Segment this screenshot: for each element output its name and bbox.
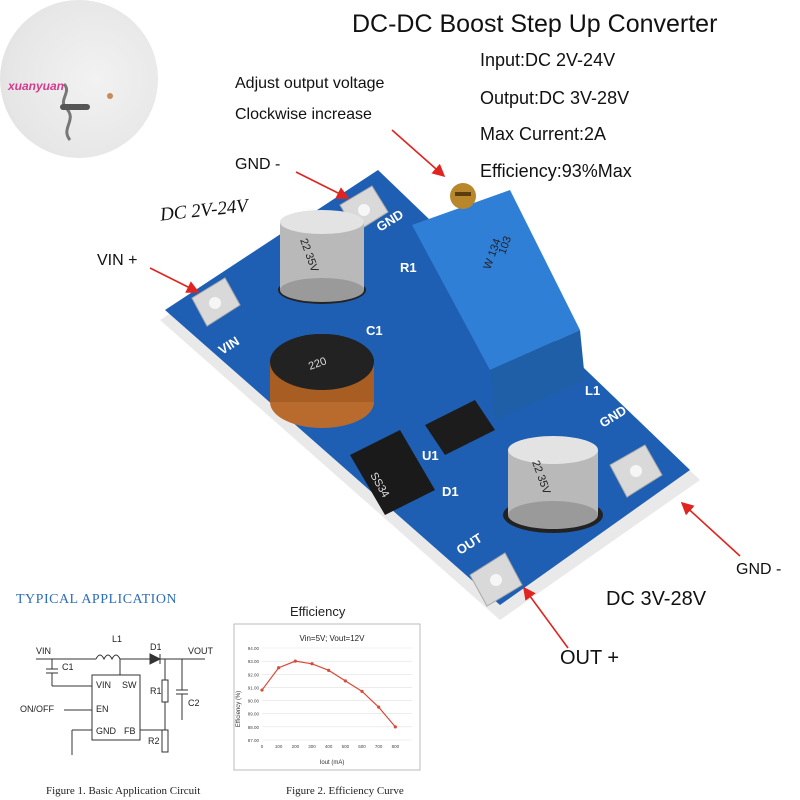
out-label: OUT +: [560, 647, 620, 669]
incense-smoke-image: [60, 82, 113, 141]
circuit-label-vin: VIN: [36, 646, 51, 656]
circuit-label-r2: R2: [148, 736, 160, 746]
page-title: DC-DC Boost Step Up Converter: [352, 10, 718, 38]
output-capacitor: [503, 436, 603, 533]
spec-max-current: Max Current:2A: [480, 124, 607, 144]
spec-input: Input:DC 2V-24V: [480, 50, 616, 70]
data-point: [293, 659, 297, 663]
circuit-label-r1: R1: [150, 686, 162, 696]
vin-label: VIN +: [97, 252, 138, 269]
y-tick-label: 88.00: [248, 725, 260, 730]
circuit-label-d1: D1: [150, 642, 162, 652]
data-point: [310, 662, 314, 666]
silk-c1: C1: [366, 323, 383, 338]
silk-d1: D1: [442, 484, 459, 499]
circuit-label-c2: C2: [188, 698, 200, 708]
typical-application-title: TYPICAL APPLICATION: [16, 592, 178, 607]
pot-code: 103: [497, 235, 515, 256]
data-point: [277, 666, 281, 670]
data-point: [360, 689, 364, 693]
silk-r1: R1: [400, 260, 417, 275]
y-tick-label: 92.00: [248, 672, 260, 677]
y-axis-label: Efficiency (%): [236, 691, 242, 728]
x-tick-label: 200: [292, 744, 300, 749]
inductor-marking: 220: [307, 355, 328, 373]
solder-pads: [191, 185, 663, 607]
silk-l1: L1: [585, 383, 600, 398]
pin-en: EN: [96, 704, 109, 714]
data-point: [327, 668, 331, 672]
circuit-label-l1: L1: [112, 634, 122, 644]
efficiency-chart: Vin=5V; Vout=12V Efficiency (%) Iout (mA…: [233, 623, 421, 771]
x-axis-label: Iout (mA): [320, 760, 345, 766]
efficiency-heading: Efficiency: [290, 604, 346, 619]
circuit-label-c1: C1: [62, 662, 74, 672]
logo-text: xuanyuan: [8, 79, 65, 93]
brand-logo: [0, 0, 158, 158]
silk-u1: U1: [422, 448, 439, 463]
dc-out-label: DC 3V-28V: [606, 588, 707, 610]
figure-1-caption: Figure 1. Basic Application Circuit: [46, 785, 201, 797]
y-tick-label: 89.00: [248, 712, 260, 717]
data-point: [343, 679, 347, 683]
x-tick-label: 500: [342, 744, 350, 749]
y-tick-label: 87.00: [248, 738, 260, 743]
adjust-label-line2: Clockwise increase: [235, 106, 372, 123]
pin-sw: SW: [122, 680, 137, 690]
x-tick-label: 800: [392, 744, 400, 749]
circuit-label-vout: VOUT: [188, 646, 214, 656]
x-tick-label: 600: [358, 744, 366, 749]
x-tick-label: 300: [308, 744, 316, 749]
diode-and-ic: [350, 400, 495, 515]
annotation-arrows: [149, 129, 741, 649]
pin-gnd: GND: [96, 726, 117, 736]
y-tick-label: 91.00: [248, 685, 260, 690]
gnd-out-label: GND -: [736, 561, 782, 578]
x-tick-label: 100: [275, 744, 283, 749]
x-tick-label: 700: [375, 744, 383, 749]
potentiometer: [412, 183, 585, 420]
application-circuit-diagram: VIN L1 D1 VOUT C1 C2 R1 R2 ON/OFF VIN SW…: [20, 634, 214, 755]
chart-title: Vin=5V; Vout=12V: [300, 634, 366, 643]
y-tick-label: 93.00: [248, 659, 260, 664]
x-tick-label: 400: [325, 744, 333, 749]
circuit-label-on-off: ON/OFF: [20, 704, 54, 714]
spec-output: Output:DC 3V-28V: [480, 88, 630, 108]
x-tick-label: 0: [261, 744, 264, 749]
data-point: [377, 705, 381, 709]
figure-2-caption: Figure 2. Efficiency Curve: [286, 785, 404, 797]
y-tick-label: 94.00: [248, 646, 260, 651]
spec-efficiency: Efficiency:93%Max: [480, 161, 632, 181]
y-tick-label: 90.00: [248, 699, 260, 704]
data-point: [260, 688, 264, 692]
pin-fb: FB: [124, 726, 136, 736]
inductor: [270, 334, 374, 428]
gnd-in-label: GND -: [235, 156, 281, 173]
adjust-label-line1: Adjust output voltage: [235, 75, 385, 92]
pin-vin: VIN: [96, 680, 111, 690]
input-capacitor: [278, 210, 366, 304]
data-point: [393, 725, 397, 729]
